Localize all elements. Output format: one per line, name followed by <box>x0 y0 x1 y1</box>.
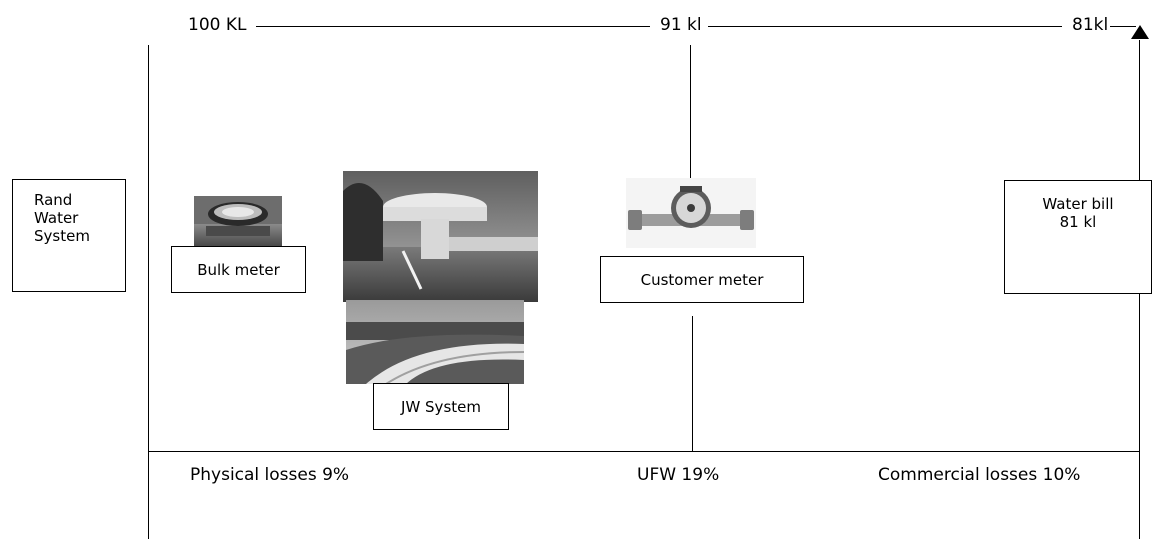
customer-meter-box: Customer meter <box>600 256 804 303</box>
water-bill-line-1: Water bill <box>1042 195 1114 213</box>
water-tower-reservoir-photo <box>343 171 538 302</box>
arrow-up-icon <box>1131 25 1149 39</box>
rand-water-system-box: Rand Water System <box>12 179 126 292</box>
pipeline-photo <box>346 300 524 384</box>
top-label-91kl: 91 kl <box>650 14 708 36</box>
ufw-label: UFW 19% <box>637 465 720 485</box>
rand-water-line-3: System <box>34 227 90 245</box>
customer-water-meter-photo <box>626 178 756 248</box>
mid-vertical-line-lower <box>692 316 693 452</box>
bulk-meter-box: Bulk meter <box>171 246 306 293</box>
mid-vertical-line-upper <box>690 45 691 180</box>
bulk-water-meter-photo <box>194 196 282 250</box>
bulk-meter-label: Bulk meter <box>197 260 280 279</box>
rand-water-line-2: Water <box>34 209 79 227</box>
physical-losses-label: Physical losses 9% <box>190 465 350 485</box>
jw-system-label: JW System <box>401 397 481 416</box>
top-label-100kl: 100 KL <box>188 14 253 36</box>
top-label-81kl: 81kl <box>1062 14 1111 36</box>
jw-system-box: JW System <box>373 383 509 430</box>
left-vertical-line <box>148 45 149 539</box>
water-bill-line-2: 81 kl <box>1059 213 1097 231</box>
water-bill-box: Water bill 81 kl <box>1004 180 1152 294</box>
bottom-scale-line <box>148 451 1140 452</box>
customer-meter-label: Customer meter <box>640 270 764 289</box>
commercial-losses-label: Commercial losses 10% <box>878 465 1081 485</box>
rand-water-line-1: Rand <box>34 191 73 209</box>
